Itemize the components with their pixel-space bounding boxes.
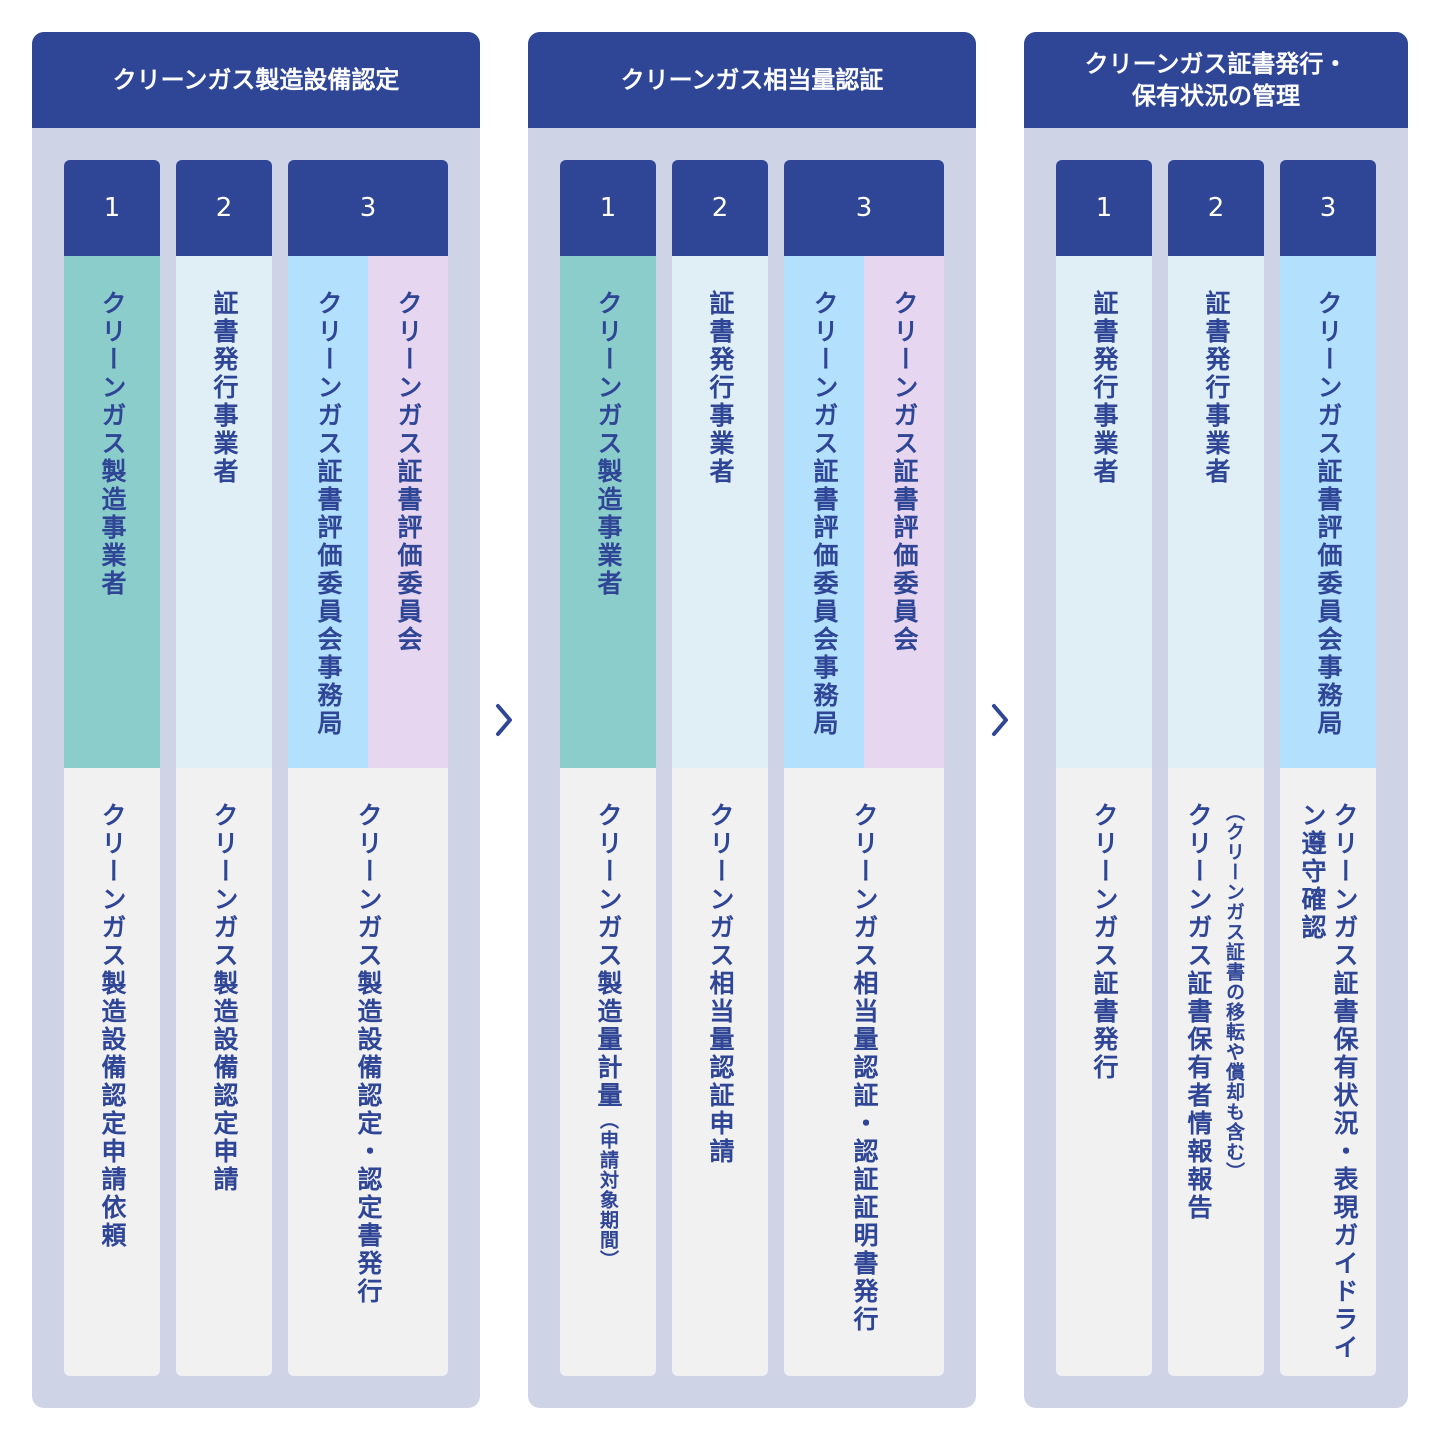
role-committee-secretariat: クリーンガス証書評価委員会事務局 <box>288 256 368 768</box>
step-number: 2 <box>672 160 768 256</box>
role-issuer: 証書発行事業者 <box>176 256 272 768</box>
activity-label: クリーンガス製造量計量 <box>594 802 623 1110</box>
role-area: 証書発行事業者 <box>1168 256 1264 768</box>
activity-box: クリーンガス証書保有者情報報告 （クリーンガス証書の移転や償却も含む） <box>1168 768 1264 1376</box>
role-area: クリーンガス製造事業者 <box>560 256 656 768</box>
phase-1-column-3: 3 クリーンガス証書評価委員会事務局 クリーンガス証書評価委員会 クリーンガス製… <box>288 160 448 1376</box>
step-number: 1 <box>64 160 160 256</box>
activity-note: （クリーンガス証書の移転や償却も含む） <box>1223 802 1245 1182</box>
phase-3-column-1: 1 証書発行事業者 クリーンガス証書発行 <box>1056 160 1152 1376</box>
step-number: 3 <box>784 160 944 256</box>
role-label: クリーンガス製造事業者 <box>98 290 127 598</box>
activity-box: クリーンガス製造量計量（申請対象期間） <box>560 768 656 1376</box>
phase-2-column-1: 1 クリーンガス製造事業者 クリーンガス製造量計量（申請対象期間） <box>560 160 656 1376</box>
phase-1-panel: クリーンガス製造設備認定 1 クリーンガス製造事業者 クリーンガス製造設備認定申… <box>32 32 480 1408</box>
activity-label: クリーンガス製造設備認定申請 <box>210 802 239 1194</box>
role-label: 証書発行事業者 <box>1090 290 1119 486</box>
phase-1-column-2: 2 証書発行事業者 クリーンガス製造設備認定申請 <box>176 160 272 1376</box>
role-area: 証書発行事業者 <box>176 256 272 768</box>
phase-2-panel: クリーンガス相当量認証 1 クリーンガス製造事業者 クリーンガス製造量計量（申請… <box>528 32 976 1408</box>
step-number: 1 <box>1056 160 1152 256</box>
role-committee: クリーンガス証書評価委員会 <box>368 256 448 768</box>
activity-box: クリーンガス証書保有状況・表現ガイドライン遵守確認 <box>1280 768 1376 1376</box>
role-label: クリーンガス証書評価委員会 <box>394 290 423 654</box>
role-issuer: 証書発行事業者 <box>1168 256 1264 768</box>
role-area: クリーンガス証書評価委員会事務局 クリーンガス証書評価委員会 <box>288 256 448 768</box>
role-label: クリーンガス証書評価委員会事務局 <box>1314 290 1343 738</box>
phase-3-panel: クリーンガス証書発行・ 保有状況の管理 1 証書発行事業者 クリーンガス証書発行… <box>1024 32 1408 1408</box>
role-manufacturer: クリーンガス製造事業者 <box>560 256 656 768</box>
activity-note: （申請対象期間） <box>597 1110 619 1270</box>
role-label: クリーンガス証書評価委員会 <box>890 290 919 654</box>
step-number: 3 <box>288 160 448 256</box>
role-area: 証書発行事業者 <box>672 256 768 768</box>
role-area: クリーンガス証書評価委員会事務局 <box>1280 256 1376 768</box>
role-label: 証書発行事業者 <box>706 290 735 486</box>
role-area: 証書発行事業者 <box>1056 256 1152 768</box>
step-number: 2 <box>1168 160 1264 256</box>
activity-box: クリーンガス製造設備認定申請依頼 <box>64 768 160 1376</box>
role-label: 証書発行事業者 <box>210 290 239 486</box>
role-area: クリーンガス製造事業者 <box>64 256 160 768</box>
role-label: クリーンガス製造事業者 <box>594 290 623 598</box>
activity-label: クリーンガス相当量認証申請 <box>706 802 735 1166</box>
activity-label: クリーンガス証書保有者情報報告 <box>1184 802 1213 1222</box>
activity-box: クリーンガス相当量認証申請 <box>672 768 768 1376</box>
chevron-right-icon <box>491 700 517 740</box>
activity-label: クリーンガス相当量認証・認証証明書発行 <box>850 802 879 1334</box>
step-number: 1 <box>560 160 656 256</box>
role-committee-secretariat: クリーンガス証書評価委員会事務局 <box>1280 256 1376 768</box>
role-manufacturer: クリーンガス製造事業者 <box>64 256 160 768</box>
activity-box: クリーンガス製造設備認定申請 <box>176 768 272 1376</box>
phase-1-title: クリーンガス製造設備認定 <box>32 32 480 128</box>
activity-label: クリーンガス製造設備認定・認定書発行 <box>354 802 383 1306</box>
role-committee: クリーンガス証書評価委員会 <box>864 256 944 768</box>
role-committee-secretariat: クリーンガス証書評価委員会事務局 <box>784 256 864 768</box>
step-number: 2 <box>176 160 272 256</box>
phase-1-column-1: 1 クリーンガス製造事業者 クリーンガス製造設備認定申請依頼 <box>64 160 160 1376</box>
chevron-right-icon <box>987 700 1013 740</box>
role-label: クリーンガス証書評価委員会事務局 <box>810 290 839 738</box>
activity-box: クリーンガス証書発行 <box>1056 768 1152 1376</box>
activity-box: クリーンガス相当量認証・認証証明書発行 <box>784 768 944 1376</box>
role-issuer: 証書発行事業者 <box>1056 256 1152 768</box>
activity-label: クリーンガス製造設備認定申請依頼 <box>98 802 127 1250</box>
activity-label: クリーンガス証書発行 <box>1090 802 1119 1082</box>
activity-label: クリーンガス証書保有状況・表現ガイドライン遵守確認 <box>1298 802 1359 1362</box>
phase-3-column-3: 3 クリーンガス証書評価委員会事務局 クリーンガス証書保有状況・表現ガイドライン… <box>1280 160 1376 1376</box>
role-label: 証書発行事業者 <box>1202 290 1231 486</box>
phase-2-title: クリーンガス相当量認証 <box>528 32 976 128</box>
activity-box: クリーンガス製造設備認定・認定書発行 <box>288 768 448 1376</box>
phase-2-column-2: 2 証書発行事業者 クリーンガス相当量認証申請 <box>672 160 768 1376</box>
phase-3-title: クリーンガス証書発行・ 保有状況の管理 <box>1024 32 1408 128</box>
phase-2-column-3: 3 クリーンガス証書評価委員会事務局 クリーンガス証書評価委員会 クリーンガス相… <box>784 160 944 1376</box>
role-area: クリーンガス証書評価委員会事務局 クリーンガス証書評価委員会 <box>784 256 944 768</box>
phase-3-column-2: 2 証書発行事業者 クリーンガス証書保有者情報報告 （クリーンガス証書の移転や償… <box>1168 160 1264 1376</box>
role-label: クリーンガス証書評価委員会事務局 <box>314 290 343 738</box>
role-issuer: 証書発行事業者 <box>672 256 768 768</box>
step-number: 3 <box>1280 160 1376 256</box>
